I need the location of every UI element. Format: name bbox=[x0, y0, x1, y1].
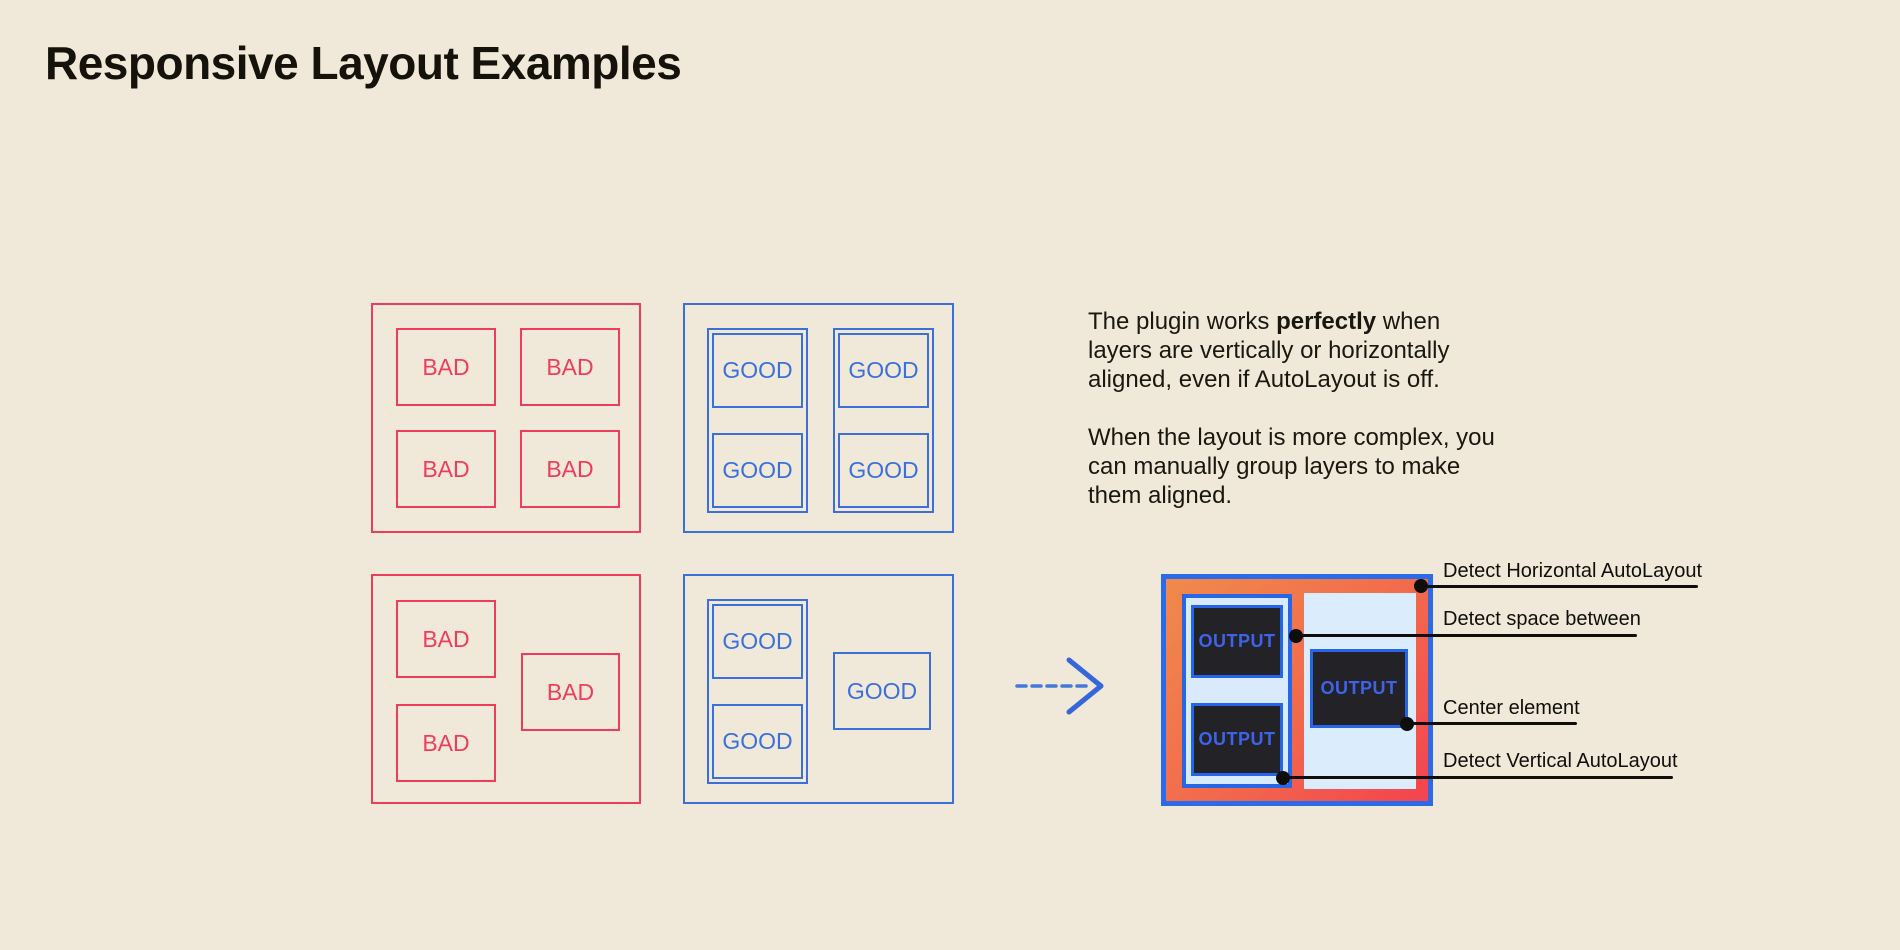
description-line: aligned, even if AutoLayout is off. bbox=[1088, 366, 1440, 393]
good-box: GOOD bbox=[712, 433, 803, 508]
good-group: GOOD GOOD bbox=[833, 328, 934, 513]
good-box: GOOD bbox=[712, 333, 803, 408]
good-box: GOOD bbox=[833, 652, 931, 730]
good-aligned-frame: GOOD GOOD GOOD GOOD bbox=[683, 303, 954, 533]
annotation-label-space-between: Detect space between bbox=[1443, 608, 1641, 630]
page-title: Responsive Layout Examples bbox=[45, 37, 682, 89]
bad-box: BAD bbox=[396, 430, 496, 508]
annotation-label-center-element: Center element bbox=[1443, 697, 1580, 719]
annotation-dot bbox=[1414, 579, 1428, 593]
good-box: GOOD bbox=[838, 333, 929, 408]
bad-box: BAD bbox=[396, 704, 496, 782]
bad-complex-frame: BAD BAD BAD bbox=[371, 574, 641, 804]
annotation-dot bbox=[1289, 629, 1303, 643]
bad-box: BAD bbox=[521, 653, 620, 731]
description-line: layers are vertically or horizontally bbox=[1088, 337, 1450, 364]
good-complex-frame: GOOD GOOD GOOD bbox=[683, 574, 954, 804]
description-line: can manually group layers to make bbox=[1088, 453, 1461, 480]
output-frame: OUTPUT OUTPUT OUTPUT bbox=[1161, 574, 1433, 806]
bad-aligned-frame: BAD BAD BAD BAD bbox=[371, 303, 641, 533]
vertical-autolayout-group: OUTPUT OUTPUT bbox=[1182, 594, 1292, 788]
good-group: GOOD GOOD bbox=[707, 328, 808, 513]
centered-element: OUTPUT bbox=[1310, 649, 1408, 728]
bad-box: BAD bbox=[520, 430, 620, 508]
bad-box: BAD bbox=[520, 328, 620, 406]
bold-word: perfectly bbox=[1276, 308, 1377, 335]
annotation-line bbox=[1421, 585, 1698, 588]
annotation-line bbox=[1283, 776, 1673, 779]
output-box: OUTPUT bbox=[1310, 649, 1408, 728]
bad-box: BAD bbox=[396, 600, 496, 678]
annotation-line bbox=[1296, 634, 1637, 637]
good-box: GOOD bbox=[838, 433, 929, 508]
annotation-dot bbox=[1276, 771, 1290, 785]
good-box: GOOD bbox=[712, 604, 803, 679]
output-box: OUTPUT bbox=[1191, 605, 1283, 678]
description-text: The plugin works perfectly when layers a… bbox=[1088, 307, 1495, 510]
annotation-label-horizontal-autolayout: Detect Horizontal AutoLayout bbox=[1443, 560, 1703, 582]
description-line: When the layout is more complex, you bbox=[1088, 424, 1495, 451]
good-box: GOOD bbox=[712, 704, 803, 779]
bad-box: BAD bbox=[396, 328, 496, 406]
annotation-line bbox=[1407, 722, 1577, 725]
description-line: them aligned. bbox=[1088, 482, 1233, 509]
output-box: OUTPUT bbox=[1191, 703, 1283, 776]
description-line: The plugin works perfectly when bbox=[1088, 308, 1441, 335]
annotation-label-vertical-autolayout: Detect Vertical AutoLayout bbox=[1443, 750, 1678, 772]
good-group: GOOD GOOD bbox=[707, 599, 808, 784]
transform-arrow-icon bbox=[1015, 657, 1104, 715]
annotation-dot bbox=[1400, 717, 1414, 731]
